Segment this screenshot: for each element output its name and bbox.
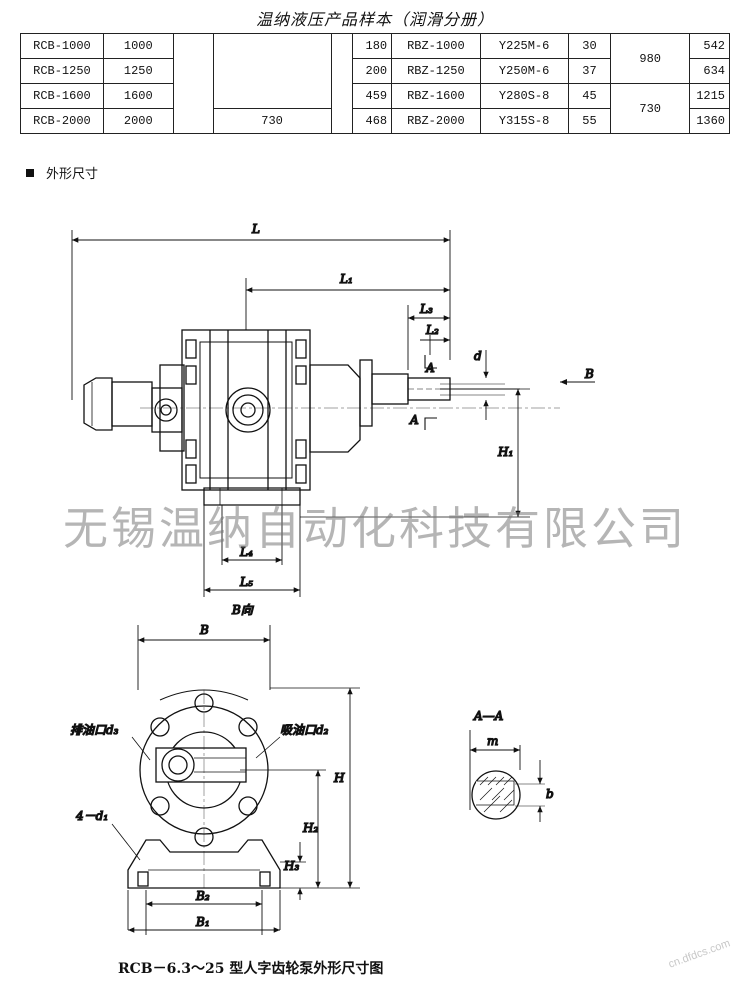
dim-label-b: b bbox=[546, 787, 554, 801]
table-row: RCB-1600 1600 459 RBZ-1600 Y280S-8 45 73… bbox=[20, 83, 730, 134]
dim-label-L1: L₁ bbox=[339, 272, 353, 286]
dim-label-d: d bbox=[474, 349, 482, 363]
section-title: 外形尺寸 bbox=[46, 167, 99, 182]
section-aa bbox=[469, 730, 545, 822]
cell-power: 55 bbox=[567, 108, 612, 134]
cell-blank bbox=[212, 33, 332, 109]
dim-label-H: H bbox=[333, 771, 345, 785]
cell-unit: RBZ-1600 bbox=[391, 83, 481, 109]
page-title: 温纳液压产品样本（润滑分册） bbox=[255, 10, 494, 29]
dim-label-B: B bbox=[199, 623, 209, 637]
cell-motor: Y250M-6 bbox=[479, 58, 569, 84]
dim-label-L5: L₅ bbox=[239, 575, 253, 589]
cell-flow: 1600 bbox=[102, 83, 174, 109]
cell-speed: 980 bbox=[610, 33, 691, 84]
front-view bbox=[111, 625, 360, 935]
view-arrow-label: B bbox=[584, 367, 594, 381]
dim-label-H3: H₃ bbox=[283, 859, 299, 873]
cell-speed: 730 bbox=[610, 83, 691, 134]
section-mark-top: A bbox=[425, 361, 435, 375]
cell-flow: 2000 bbox=[102, 108, 174, 134]
cell-weight: 1360 bbox=[689, 108, 730, 134]
dim-label-m: m bbox=[487, 734, 498, 748]
dim-label-H2: H₂ bbox=[302, 821, 318, 835]
cell-blank bbox=[172, 33, 214, 134]
cell-motor: Y280S-8 bbox=[479, 83, 569, 109]
section-aa-title: A—A bbox=[473, 709, 504, 723]
cell-flow: 1000 bbox=[102, 33, 174, 59]
table-row: RCB-2000 2000 730 468 RBZ-2000 Y315S-8 5… bbox=[20, 108, 730, 134]
cell-c6: 459 bbox=[351, 83, 393, 109]
dim-label-H1: H₁ bbox=[497, 445, 513, 459]
side-view bbox=[71, 230, 595, 597]
cell-c6: 200 bbox=[351, 58, 393, 84]
cell-c6: 468 bbox=[351, 108, 393, 134]
section-heading: 外形尺寸 bbox=[26, 163, 98, 182]
cell-power: 30 bbox=[567, 33, 612, 59]
dim-label-B1: B₁ bbox=[195, 915, 210, 929]
dim-label-L4: L₄ bbox=[239, 545, 253, 559]
dim-label-L2: L₂ bbox=[425, 323, 439, 337]
square-bullet-icon bbox=[26, 169, 34, 177]
cell-unit: RBZ-2000 bbox=[391, 108, 481, 134]
dim-label-B2: B₂ bbox=[195, 889, 210, 903]
drain-port-label: 排油口d₃ bbox=[70, 723, 119, 737]
bolt-holes-label: 4－d₁ bbox=[75, 809, 108, 823]
cell-model: RCB-2000 bbox=[20, 108, 104, 134]
dim-label-L: L bbox=[251, 222, 260, 236]
cell-c4: 730 bbox=[212, 108, 332, 134]
dim-label-L3: L₃ bbox=[419, 302, 433, 316]
cell-motor: Y225M-6 bbox=[479, 33, 569, 59]
cell-model: RCB-1250 bbox=[20, 58, 104, 84]
view-title-b: B向 bbox=[231, 603, 254, 617]
cell-model: RCB-1000 bbox=[20, 33, 104, 59]
spec-table: RCB-1000 1000 180 RBZ-1000 Y225M-6 30 98… bbox=[20, 33, 730, 134]
figure-caption: RCB－6.3～25 型人字齿轮泵外形尺寸图 bbox=[118, 961, 384, 977]
table-row: RCB-1250 1250 200 RBZ-1250 Y250M-6 37 63… bbox=[20, 58, 730, 84]
cell-motor: Y315S-8 bbox=[479, 108, 569, 134]
suction-port-label: 吸油口d₂ bbox=[280, 723, 329, 737]
company-watermark: 无锡温纳自动化科技有限公司 bbox=[62, 502, 687, 555]
cell-unit: RBZ-1250 bbox=[391, 58, 481, 84]
section-mark-bottom: A bbox=[409, 413, 419, 427]
